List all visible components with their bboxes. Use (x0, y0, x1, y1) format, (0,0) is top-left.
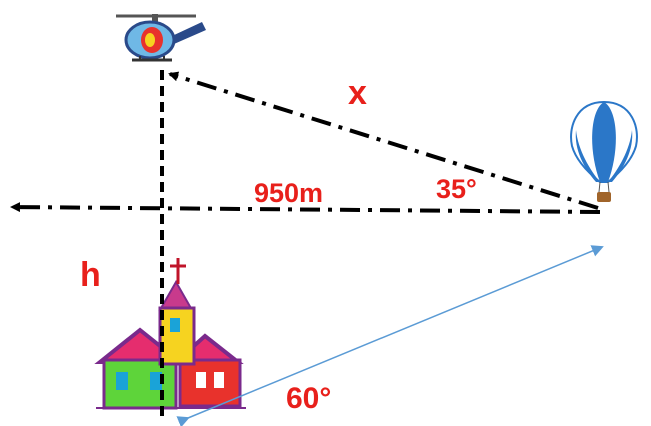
church-icon (94, 258, 246, 410)
label-horizontal-distance: 950m (254, 178, 324, 208)
helicopter-icon (116, 14, 206, 62)
hypotenuse-dashdot-line (168, 71, 599, 210)
label-angle-60: 60° (286, 382, 332, 415)
label-angle-35: 35° (436, 174, 477, 204)
hot-air-balloon-icon (570, 100, 638, 202)
horizontal-dashdot-line (10, 202, 601, 214)
label-hypotenuse-x: x (348, 74, 367, 112)
sight-line (176, 245, 604, 426)
label-height-h: h (80, 256, 101, 294)
